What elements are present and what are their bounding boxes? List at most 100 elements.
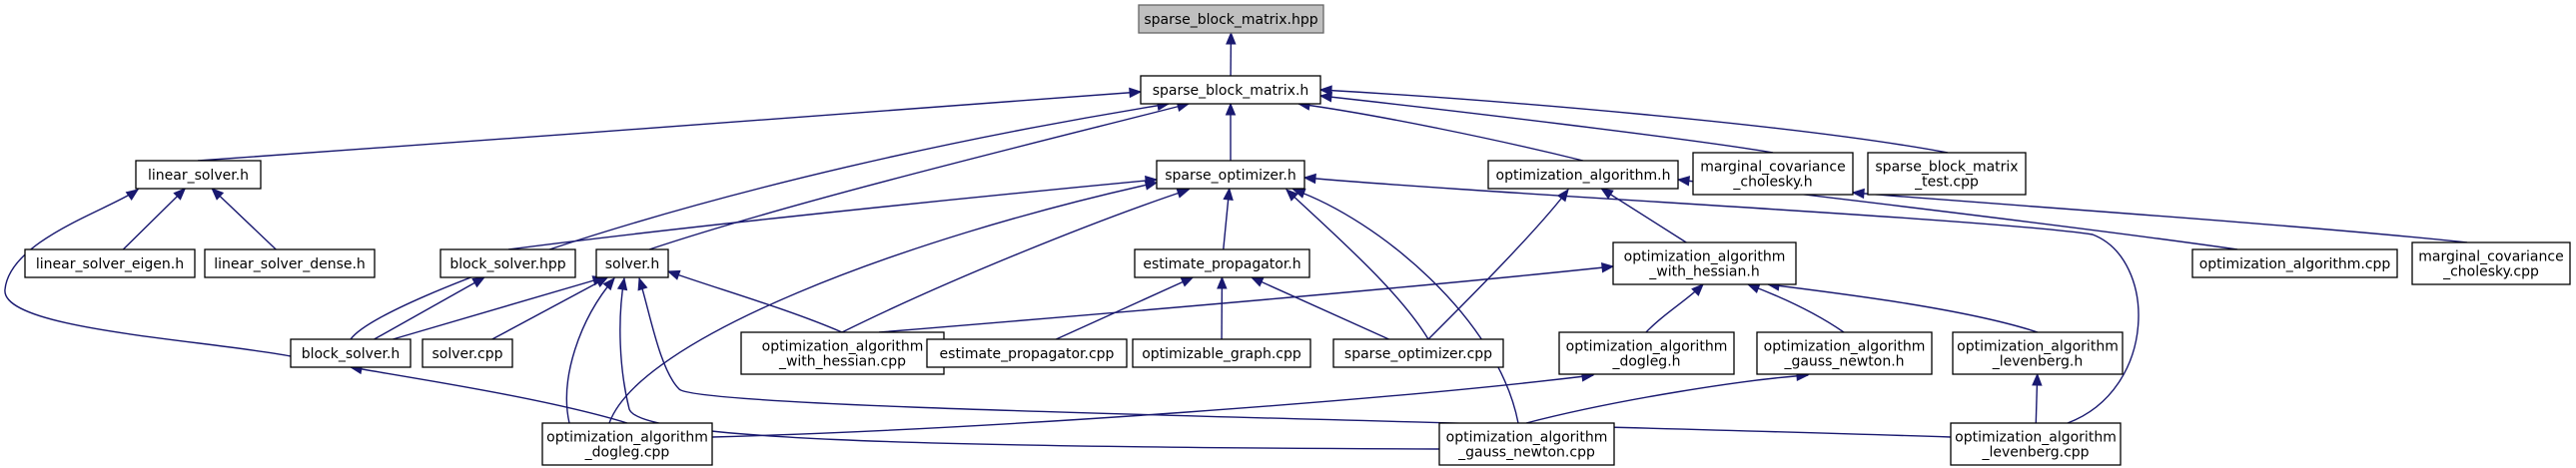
node-box	[740, 331, 945, 375]
arrowhead-oa-gauss-newton-h-to-oa-with-hessian-h	[1746, 283, 1761, 293]
node-label: _dogleg.cpp	[584, 445, 670, 461]
node-optimization-algorithm-h[interactable]: optimization_algorithm.h	[1487, 160, 1679, 190]
edge-solver-h-to-sbm-h	[648, 103, 1190, 250]
node-oa-gauss-newton-cpp[interactable]: optimization_algorithm_gauss_newton.cpp	[1438, 422, 1615, 466]
node-label: _cholesky.h	[1732, 175, 1812, 191]
node-box	[926, 338, 1128, 368]
node-box	[1950, 422, 2122, 466]
node-box	[2411, 241, 2571, 285]
edge-oa-levenberg-h-to-oa-with-hessian-h	[1767, 283, 2039, 333]
node-label: linear_solver_eigen.h	[36, 256, 184, 272]
node-solver-h[interactable]: solver.h	[595, 248, 669, 278]
edge-marginal-cov-cpp-to-marginal-cov-h	[1852, 192, 2468, 243]
arrowhead-linear-solver-eigen-h-to-linear-solver-h	[173, 188, 187, 201]
node-linear-solver-eigen-h[interactable]: linear_solver_eigen.h	[24, 248, 196, 278]
node-label: _cholesky.cpp	[2442, 264, 2539, 280]
arrowhead-oa-with-hessian-cpp-to-sparse-optimizer-h	[1176, 188, 1191, 199]
node-label: _gauss_newton.h	[1783, 354, 1904, 370]
node-label: _gauss_newton.cpp	[1457, 445, 1595, 461]
edge-oa-with-hessian-cpp-to-oa-with-hessian-h	[878, 265, 1614, 333]
arrowhead-oa-dogleg-cpp-to-sparse-optimizer-h	[1144, 180, 1159, 191]
nodes-layer: sparse_block_matrix.hpp sparse_block_matr…	[24, 4, 2571, 466]
node-box	[1332, 338, 1504, 368]
node-estimate-propagator-cpp[interactable]: estimate_propagator.cpp	[926, 338, 1128, 368]
node-label: _with_hessian.cpp	[778, 354, 906, 370]
node-box	[1558, 331, 1735, 375]
edge-linear-solver-dense-h-to-linear-solver-h	[211, 188, 277, 250]
edge-oa-dogleg-cpp-to-sparse-optimizer-h	[608, 182, 1158, 424]
edge-block-solver-h-to-solver-h	[393, 276, 605, 340]
node-oa-levenberg-cpp[interactable]: optimization_algorithm_levenberg.cpp	[1950, 422, 2122, 466]
node-label: optimization_algorithm	[1446, 430, 1608, 446]
arrowhead-oa-with-hessian-h-to-optimization-algorithm-h	[1600, 188, 1614, 200]
node-label: estimate_propagator.cpp	[940, 346, 1115, 362]
node-linear-solver-dense-h[interactable]: linear_solver_dense.h	[204, 248, 376, 278]
node-box	[1156, 160, 1305, 190]
node-box	[1138, 4, 1324, 34]
node-box	[1132, 338, 1311, 368]
node-label: optimization_algorithm	[546, 430, 708, 446]
node-sparse-optimizer-cpp[interactable]: sparse_optimizer.cpp	[1332, 338, 1504, 368]
node-box	[1612, 241, 1797, 285]
node-estimate-propagator-h[interactable]: estimate_propagator.h	[1134, 248, 1310, 278]
node-box	[1140, 75, 1321, 105]
node-sbm-hpp: sparse_block_matrix.hpp	[1138, 4, 1324, 34]
arrowhead-block-solver-h-to-linear-solver-h	[125, 189, 140, 201]
node-box	[135, 160, 262, 190]
node-sbm-h[interactable]: sparse_block_matrix.h	[1140, 75, 1321, 105]
edge-linear-solver-h-to-sbm-h	[197, 91, 1142, 162]
node-sbm-test-cpp[interactable]: sparse_block_matrix_test.cpp	[1867, 152, 2027, 196]
node-label: optimization_algorithm	[1957, 339, 2119, 355]
edge-estimate-propagator-cpp-to-estimate-propagator-h	[1056, 276, 1194, 340]
node-oa-gauss-newton-h[interactable]: optimization_algorithm_gauss_newton.h	[1756, 331, 1933, 375]
arrowhead-sparse-optimizer-cpp-to-sparse-optimizer-h	[1286, 189, 1298, 202]
arrowhead-sparse-optimizer-cpp-to-optimization-algorithm-h	[1556, 188, 1569, 203]
edge-block-solver-h-to-sbm-h	[350, 103, 1170, 340]
node-linear-solver-h[interactable]: linear_solver.h	[135, 160, 262, 190]
edge-oa-with-hessian-cpp-to-solver-h	[667, 270, 843, 333]
node-optimization-algorithm-cpp[interactable]: optimization_algorithm.cpp	[2191, 248, 2398, 278]
node-marginal-cov-cpp[interactable]: marginal_covariance_cholesky.cpp	[2411, 241, 2571, 285]
node-label: solver.cpp	[431, 346, 502, 362]
node-block-solver-h[interactable]: block_solver.h	[290, 338, 412, 368]
edge-oa-gauss-newton-cpp-to-sparse-optimizer-h	[1292, 189, 1519, 424]
edge-optimization-algorithm-h-to-sbm-h	[1297, 103, 1584, 162]
node-label: _with_hessian.h	[1648, 264, 1759, 280]
node-label: _dogleg.h	[1611, 354, 1680, 370]
node-label: _levenberg.cpp	[1981, 445, 2089, 461]
node-label: estimate_propagator.h	[1143, 256, 1300, 272]
edge-marginal-cov-h-to-sbm-h	[1319, 95, 1774, 154]
node-marginal-cov-h[interactable]: marginal_covariance_cholesky.h	[1692, 152, 1854, 196]
node-box	[1438, 422, 1615, 466]
node-oa-with-hessian-cpp[interactable]: optimization_algorithm_with_hessian.cpp	[740, 331, 945, 375]
arrowhead-oa-gauss-newton-cpp-to-sparse-optimizer-h	[1291, 188, 1306, 199]
arrowhead-oa-with-hessian-cpp-to-solver-h	[666, 269, 681, 280]
arrowhead-oa-levenberg-cpp-to-oa-levenberg-h	[2032, 372, 2043, 386]
arrowhead-sparse-optimizer-cpp-to-estimate-propagator-h	[1250, 276, 1265, 287]
arrowhead-linear-solver-h-to-sbm-h	[1129, 87, 1143, 99]
node-optimizable-graph-cpp[interactable]: optimizable_graph.cpp	[1132, 338, 1311, 368]
arrowhead-oa-dogleg-cpp-to-solver-h	[602, 276, 615, 291]
node-sparse-optimizer-h[interactable]: sparse_optimizer.h	[1156, 160, 1305, 190]
node-solver-cpp[interactable]: solver.cpp	[422, 338, 513, 368]
node-box	[422, 338, 513, 368]
node-label: optimization_algorithm	[1764, 339, 1926, 355]
edge-block-solver-h-to-block-solver-hpp	[374, 276, 485, 340]
node-oa-dogleg-cpp[interactable]: optimization_algorithm_dogleg.cpp	[541, 422, 713, 466]
node-label: optimization_algorithm.h	[1496, 168, 1671, 184]
edge-solver-cpp-to-solver-h	[491, 276, 608, 340]
node-block-solver-hpp[interactable]: block_solver.hpp	[439, 248, 576, 278]
node-label: optimizable_graph.cpp	[1142, 346, 1301, 362]
node-label: linear_solver_dense.h	[214, 256, 366, 272]
node-label: sparse_block_matrix	[1875, 160, 2018, 176]
edge-sparse-optimizer-cpp-to-estimate-propagator-h	[1251, 276, 1389, 340]
node-oa-dogleg-h[interactable]: optimization_algorithm_dogleg.h	[1558, 331, 1735, 375]
arrowhead-oa-levenberg-cpp-to-sparse-optimizer-h	[1302, 173, 1316, 185]
node-oa-with-hessian-h[interactable]: optimization_algorithm_with_hessian.h	[1612, 241, 1797, 285]
node-oa-levenberg-h[interactable]: optimization_algorithm_levenberg.h	[1952, 331, 2124, 375]
edge-sbm-test-cpp-to-sbm-h	[1319, 89, 1949, 154]
arrowhead-linear-solver-dense-h-to-linear-solver-h	[211, 188, 225, 201]
edge-block-solver-hpp-to-sparse-optimizer-h	[507, 179, 1158, 250]
node-label: solver.h	[605, 256, 659, 272]
node-box	[439, 248, 576, 278]
